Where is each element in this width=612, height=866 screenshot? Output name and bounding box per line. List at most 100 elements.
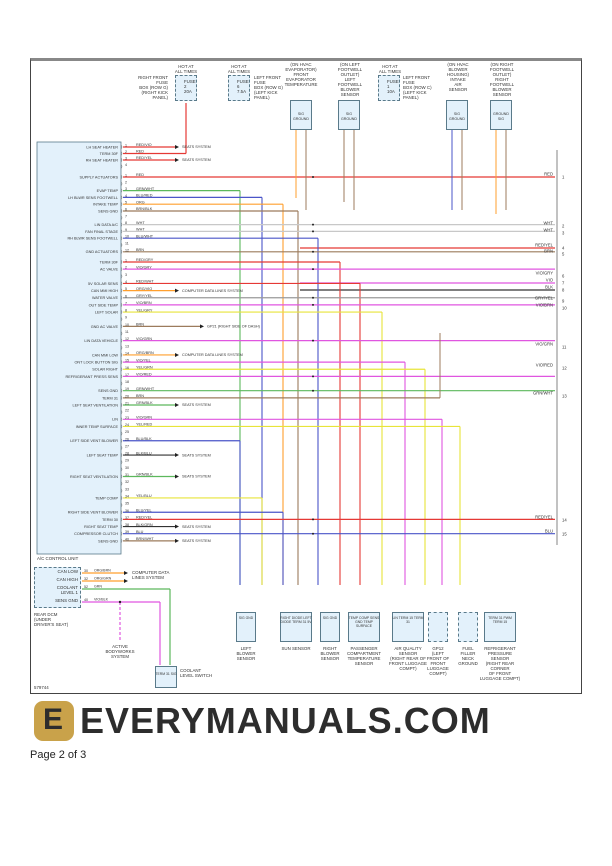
wire-color-code: RED [136, 173, 144, 177]
splice-dot [312, 303, 314, 306]
pin-number: 4 [125, 194, 127, 198]
ac-control-unit [36, 141, 122, 555]
splice-dot [312, 518, 314, 521]
pin-label: SOLAR RIGHT [92, 368, 118, 372]
coolant-switch-name: COOLANT LEVEL SWITCH [180, 668, 213, 678]
wire-color-code: BLK/BLU [136, 451, 152, 455]
wire-color-code: BLK/GRN [136, 523, 153, 527]
pin-terminal [120, 331, 123, 336]
sensor-connector [446, 100, 468, 130]
pin-number: 1 [125, 259, 127, 263]
destination-label: COMPUTER DATA LINES SYSTEM [182, 353, 243, 357]
bottom-component-name: GP12 (LEFT FRONT OF FRONT LUGGAGE COMPT) [426, 646, 450, 676]
right-pin-number: 2 [562, 224, 565, 229]
fuse-box-location: LEFT FRONT FUSE BOX (ROW G) (LEFT KICK P… [254, 75, 283, 100]
pin-label: CAN MMI LOW [92, 353, 119, 357]
bottom-component-name: REFRIGERANT PRESSURE SENSOR (RIGHT REAR … [479, 646, 521, 681]
pin-number: 2 [125, 180, 127, 184]
pin-label: TERM 30F [100, 152, 119, 156]
component-header: (ON HVAC EVAPORATOR) FRONT EVAPORATOR TE… [284, 62, 318, 87]
pin-terminal [120, 445, 123, 451]
pin-number: 14 [125, 351, 129, 355]
pin-label: LH BLWR SENS FOOTWELL [68, 196, 118, 200]
pin-number: 28 [125, 452, 129, 456]
pin-number: 10 [125, 323, 129, 327]
pin-number: 13 [125, 344, 129, 348]
bottom-component-pins: RIGHT DIODE LEFT DIODE TERM 31 5V [280, 616, 312, 624]
pin-number: 16 [125, 366, 129, 370]
pin-terminal [120, 208, 123, 214]
wire-color-code: GRN/BLK [136, 473, 153, 477]
pin-terminal [120, 151, 123, 156]
pin-terminal [120, 267, 123, 272]
right-wire-color: BLK [545, 285, 553, 290]
component-header: (ON RIGHT FOOTWELL OUTLET) RIGHT FOOTWEL… [489, 62, 515, 97]
bottom-component-connector [458, 612, 478, 642]
splice-dot [312, 532, 314, 535]
wire-color-code: BLU/YEL [136, 508, 152, 512]
wire-color-code: BRN/BLK [136, 207, 153, 211]
component-header: (ON LEFT FOOTWELL OUTLET) LEFT FOOTWELL … [337, 62, 363, 97]
fuse-box [228, 75, 250, 101]
fuse-box [175, 75, 197, 101]
pin-terminal [120, 467, 123, 472]
pin-number: 3 [125, 273, 127, 277]
pin-label: RH BLWR SENS FOOTWELL [67, 237, 118, 241]
page-number: Page 2 of 3 [30, 749, 87, 761]
pin-label: ONT LOCK BUTTON SIG [74, 361, 118, 365]
pin-number: 34 [125, 494, 129, 498]
fuse-label: FUSE 6 7.5A [237, 79, 249, 94]
wires-layer [36, 103, 558, 665]
pin-label: INNER TEMP SURFACE [76, 425, 119, 429]
wire-color-code: VIO/GRN [136, 416, 152, 420]
sensor-pins: SIG GROUND [293, 112, 309, 121]
bottom-component-name: SUN SENSOR [281, 646, 311, 651]
right-pin-number: 14 [562, 518, 567, 523]
pin-terminal [120, 259, 123, 265]
pin-terminal [120, 431, 123, 436]
pin-label: WATER VALVE [92, 296, 118, 300]
fuse-label: FUSE 1 10A [387, 79, 399, 94]
pin-number: 3 [125, 187, 127, 191]
right-wire-color: RED/YEL [535, 515, 554, 520]
pin-terminal [120, 236, 123, 241]
pin-number: 6 [125, 208, 127, 212]
wire-color-code: BLU/RED [136, 194, 153, 198]
arrow-icon [175, 524, 179, 529]
destination-label: COMPUTER DATA LINES SYSTEM [182, 289, 243, 293]
dcm-pin-number: 40 [84, 598, 88, 602]
pin-terminal [120, 215, 123, 220]
wire-color-code: YEL/BLU [136, 494, 152, 498]
wire-color-code: ORG/BRN [136, 351, 154, 355]
pin-terminal [120, 195, 123, 200]
dcm-pin-label: SENS GND [55, 598, 78, 603]
arrow-icon [175, 538, 179, 543]
pin-label: SENS GND [98, 389, 118, 393]
pin-number: 5 [125, 201, 127, 205]
right-pin-number: 15 [562, 532, 567, 537]
pin-label: LEFT SEAT VENTILATION [72, 403, 118, 407]
pin-number: 32 [125, 480, 129, 484]
pin-terminal [120, 495, 123, 501]
component-header: (ON HVAC BLOWER HOUSING) INTAKE AIR SENS… [447, 62, 469, 92]
splice-dot [312, 339, 314, 342]
wire-color-code: YEL/GRN [136, 365, 153, 369]
pin-number: 24 [125, 423, 129, 427]
destination-label: SEATS SYSTEM [182, 525, 211, 529]
wire-color-code: BRN [136, 394, 144, 398]
right-wire-color: BLU [545, 529, 553, 534]
right-wire-color: VIO/GRY [536, 271, 554, 276]
pin-number: 21 [125, 402, 129, 406]
figure-id: 579744 [34, 685, 49, 690]
bottom-component-name: AIR QUALITY SENSOR (RIGHT REAR OF FRONT … [389, 646, 427, 671]
wire-color-code: BRN [136, 248, 144, 252]
pin-terminal [120, 181, 123, 186]
wire-color-code: BRN/WHT [136, 537, 154, 541]
pin-number: 2 [125, 150, 127, 154]
right-pin-number: 10 [562, 306, 567, 311]
bottom-component-name: LEFT BLOWER SENSOR [236, 646, 256, 661]
bottom-component-pins: TEMP COMP SENS GND TEMP SURFACE [348, 616, 380, 628]
pin-label: TEMP COMP [95, 496, 118, 500]
pin-terminal [120, 381, 123, 386]
wire-color-code: RED/YEL [136, 516, 152, 520]
